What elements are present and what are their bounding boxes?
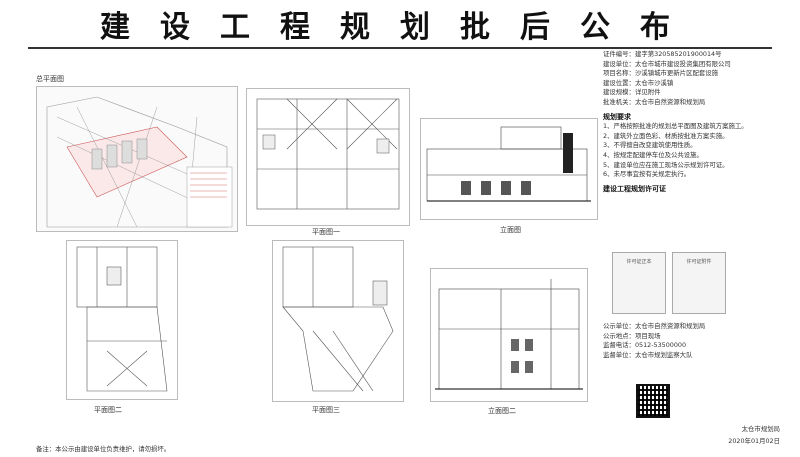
elevation-1-caption: 立面图 [500,226,521,234]
page-title: 建设工程规划批后公布 [100,10,700,45]
floor-plan-1-caption: 平面图一 [312,228,340,236]
elevation-2-caption: 立面图二 [488,407,516,415]
floor-plan-1-svg [256,98,400,210]
note-item: 6、未尽事宜按有关规定执行。 [603,170,691,179]
note-item: 2、建筑外立面色彩、材质按批准方案实施。 [603,131,729,140]
info-line: 批准机关：太仓市自然资源和规划局 [603,97,706,106]
floor-plan-2-svg [76,246,168,392]
info-line: 项目名称：沙溪镇城市更新片区配套设施 [603,69,719,78]
floor-plan-3-svg [282,246,394,392]
info-line: 建设规模：详见附件 [603,88,661,97]
note-item: 4、按规定配建停车位及公共设施。 [603,150,703,159]
notes-title: 规划要求 [603,112,631,121]
site-plan-svg [37,87,237,231]
elevation-1-svg [426,126,591,202]
info-line: 建设单位：太仓市城市建设投资集团有限公司 [603,59,731,68]
note-item: 5、建设单位应在施工现场公示规划许可证。 [603,160,729,169]
info-panel: 证件编号：建字第320585201900014号 建设单位：太仓市城市建设投资集… [603,50,783,445]
note-item: 3、不得擅自改变建筑使用性质。 [603,141,697,150]
elevation-2-svg [435,279,583,390]
floor-plan-3-drawing [272,240,404,402]
floor-plan-3-caption: 平面图三 [312,406,340,414]
title-divider [28,47,772,49]
permit-document-1: 许可证正本 [612,252,666,314]
elevation-2-drawing [430,268,588,402]
footer-date: 2020年01月02日 [728,437,780,445]
info-line: 建设位置：太仓市沙溪镇 [603,78,674,87]
permit-document-2: 许可证附件 [672,252,726,314]
contact-line: 公示单位：太仓市自然资源和规划局 [603,322,706,330]
contact-panel: 公示单位：太仓市自然资源和规划局 公示地点：项目现场 监督电话：0512-535… [603,322,783,382]
site-plan-drawing [36,86,238,232]
floor-plan-2-caption: 平面图二 [94,406,122,414]
elevation-1-drawing [420,118,598,220]
floor-plan-2-drawing [66,240,178,400]
contact-line: 监督单位：太仓市规划监察大队 [603,350,693,359]
floor-plan-1-drawing [246,88,410,226]
site-plan-caption: 总平面图 [36,75,64,83]
footer-org: 太仓市规划局 [741,425,780,433]
contact-line: 监督电话：0512-53500000 [603,341,687,350]
contact-line: 公示地点：项目现场 [603,331,661,340]
footer-note: 备注：本公示由建设单位负责维护，请勿损坏。 [36,445,171,453]
docs-title: 建设工程规划许可证 [603,184,666,193]
note-item: 1、严格按照批准的规划总平面图及建筑方案施工。 [603,122,748,131]
qr-code-icon [636,384,670,418]
info-line: 证件编号：建字第320585201900014号 [603,50,722,58]
